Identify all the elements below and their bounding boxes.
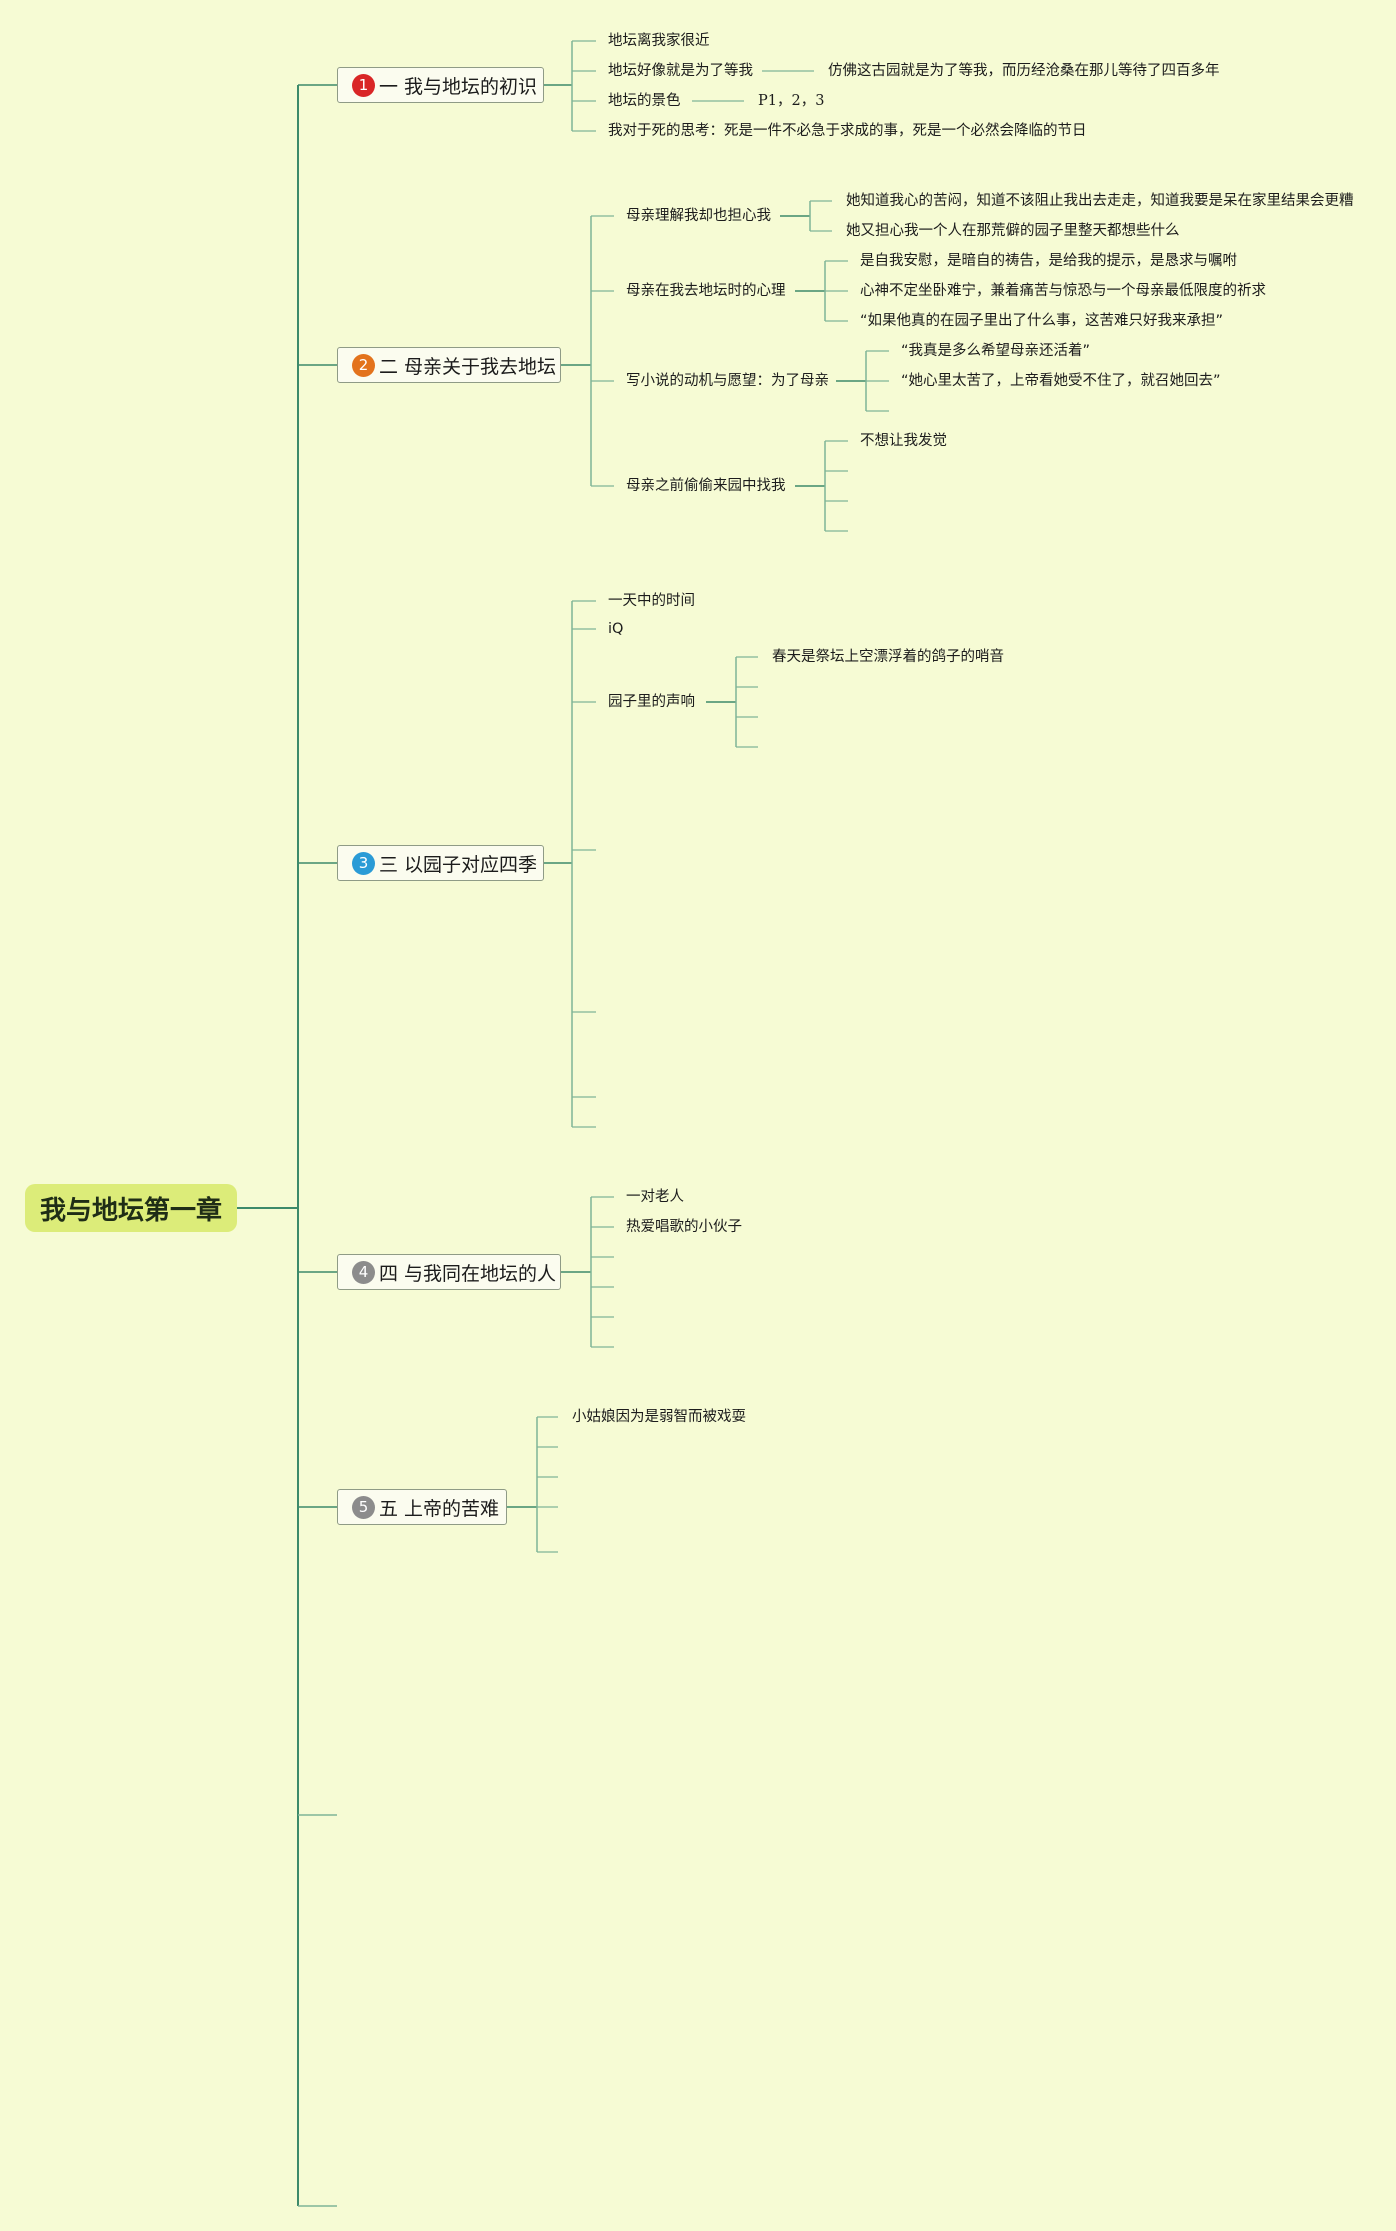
branch-4[interactable]: 4 四 与我同在地坛的人 xyxy=(337,1254,561,1290)
topic-2-2-1[interactable]: 是自我安慰，是暗自的祷告，是给我的提示，是恳求与嘱咐 xyxy=(860,253,1237,269)
topic-1-1[interactable]: 地坛离我家很近 xyxy=(608,33,710,49)
topic-2-2-3[interactable]: “如果他真的在园子里出了什么事，这苦难只好我来承担” xyxy=(860,313,1224,329)
central-topic[interactable]: 我与地坛第一章 xyxy=(25,1184,237,1232)
branch-5[interactable]: 5 五 上帝的苦难 xyxy=(337,1489,507,1525)
topic-2-2[interactable]: 母亲在我去地坛时的心理 xyxy=(626,283,786,299)
priority-2-icon: 2 xyxy=(352,353,375,377)
branch-label: 一 我与地坛的初识 xyxy=(379,75,538,98)
topic-2-3[interactable]: 写小说的动机与愿望：为了母亲 xyxy=(626,373,829,389)
topic-3-2[interactable]: iQ xyxy=(608,621,624,637)
topic-3-1[interactable]: 一天中的时间 xyxy=(608,593,695,609)
topic-2-1[interactable]: 母亲理解我却也担心我 xyxy=(626,208,771,224)
topic-2-1-2[interactable]: 她又担心我一个人在那荒僻的园子里整天都想些什么 xyxy=(846,223,1180,239)
branch-label: 四 与我同在地坛的人 xyxy=(379,1262,557,1285)
topic-4-1[interactable]: 一对老人 xyxy=(626,1189,684,1205)
topic-3-3[interactable]: 园子里的声响 xyxy=(608,694,695,710)
topic-2-4-1[interactable]: 不想让我发觉 xyxy=(860,433,947,449)
topic-1-3-1[interactable]: P1，2，3 xyxy=(758,93,825,109)
branch-label: 五 上帝的苦难 xyxy=(379,1497,500,1520)
topic-2-4[interactable]: 母亲之前偷偷来园中找我 xyxy=(626,478,786,494)
topic-1-2-1[interactable]: 仿佛这古园就是为了等我，而历经沧桑在那儿等待了四百多年 xyxy=(828,63,1220,79)
topic-2-1-1[interactable]: 她知道我心的苦闷，知道不该阻止我出去走走，知道我要是呆在家里结果会更糟 xyxy=(846,193,1354,209)
topic-5-1[interactable]: 小姑娘因为是弱智而被戏耍 xyxy=(572,1409,746,1425)
priority-3-icon: 3 xyxy=(352,851,375,875)
branch-1[interactable]: 1 一 我与地坛的初识 xyxy=(337,67,544,103)
topic-3-3-1[interactable]: 春天是祭坛上空漂浮着的鸽子的哨音 xyxy=(772,649,1004,665)
priority-5-icon: 5 xyxy=(352,1495,375,1519)
topic-2-2-2[interactable]: 心神不定坐卧难宁，兼着痛苦与惊恐与一个母亲最低限度的祈求 xyxy=(860,283,1266,299)
branch-label: 三 以园子对应四季 xyxy=(379,853,538,876)
priority-4-icon: 4 xyxy=(352,1260,375,1284)
topic-2-3-1[interactable]: “我真是多么希望母亲还活着” xyxy=(901,343,1091,359)
topic-2-3-2[interactable]: “她心里太苦了，上帝看她受不住了，就召她回去” xyxy=(901,373,1221,389)
branch-label: 二 母亲关于我去地坛 xyxy=(379,355,557,378)
topic-4-2[interactable]: 热爱唱歌的小伙子 xyxy=(626,1219,742,1235)
priority-1-icon: 1 xyxy=(352,73,375,97)
topic-1-2[interactable]: 地坛好像就是为了等我 xyxy=(608,63,753,79)
topic-1-3[interactable]: 地坛的景色 xyxy=(608,93,681,109)
topic-1-4[interactable]: 我对于死的思考：死是一件不必急于求成的事，死是一个必然会降临的节日 xyxy=(608,123,1087,139)
branch-2[interactable]: 2 二 母亲关于我去地坛 xyxy=(337,347,561,383)
branch-3[interactable]: 3 三 以园子对应四季 xyxy=(337,845,544,881)
